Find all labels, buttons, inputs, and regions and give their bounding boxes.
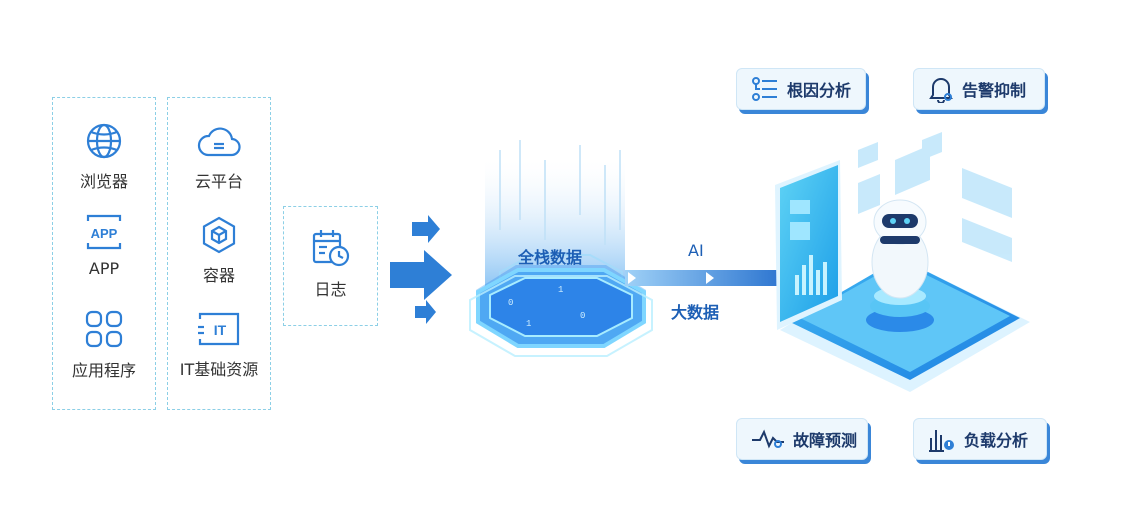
svg-text:IT: IT [214, 322, 227, 338]
cloud-icon [197, 127, 241, 157]
svg-text:0: 0 [580, 311, 585, 321]
source-label: 日志 [314, 280, 347, 299]
capability-root-cause: 根因分析 [736, 68, 866, 110]
hub-label: 全栈数据 [518, 248, 583, 267]
root-cause-icon [752, 77, 777, 101]
source-label: IT基础资源 [179, 360, 259, 379]
load-chart-icon [929, 430, 954, 452]
calendar-clock-icon [312, 230, 349, 267]
source-applications: 应用程序 [52, 309, 156, 381]
pulse-icon [752, 429, 784, 449]
source-it-resources: IT IT基础资源 [167, 310, 271, 380]
capability-label: 负载分析 [964, 431, 1029, 450]
flow-bottom-label: 大数据 [671, 303, 720, 322]
capability-load-analysis: 负载分析 [913, 418, 1047, 460]
capability-label: 告警抑制 [962, 81, 1027, 100]
app-icon: APP [86, 214, 122, 250]
capability-label: 故障预测 [793, 431, 858, 450]
source-app: APP APP [52, 213, 156, 278]
ai-robot-illustration [775, 132, 1030, 392]
source-browser: 浏览器 [52, 122, 156, 192]
source-cloud: 云平台 [167, 124, 271, 192]
capability-fault-prediction: 故障预测 [736, 418, 868, 460]
flow-top-label: AI [688, 241, 704, 260]
source-label: 容器 [202, 266, 235, 285]
container-icon [202, 216, 236, 254]
input-arrows [390, 215, 452, 324]
source-label: APP [88, 259, 120, 278]
apps-grid-icon [85, 310, 123, 348]
svg-text:APP: APP [91, 226, 118, 241]
globe-icon [86, 123, 122, 159]
source-log: 日志 [283, 228, 378, 300]
capability-label: 根因分析 [787, 81, 852, 100]
capability-alarm-suppression: 告警抑制 [913, 68, 1045, 110]
flow-bar [625, 270, 785, 286]
it-icon: IT [198, 312, 240, 346]
source-label: 浏览器 [79, 172, 128, 191]
source-group-infra [167, 97, 271, 410]
svg-text:1: 1 [526, 319, 531, 329]
source-group-log [283, 206, 378, 326]
alarm-bell-icon [929, 78, 953, 103]
source-label: 云平台 [194, 172, 243, 191]
svg-text:0: 0 [508, 298, 513, 308]
source-container: 容器 [167, 216, 271, 286]
source-label: 应用程序 [71, 361, 136, 380]
data-hub: 0 1 1 0 [469, 140, 653, 357]
source-group-client [52, 97, 156, 410]
svg-text:1: 1 [558, 285, 563, 295]
